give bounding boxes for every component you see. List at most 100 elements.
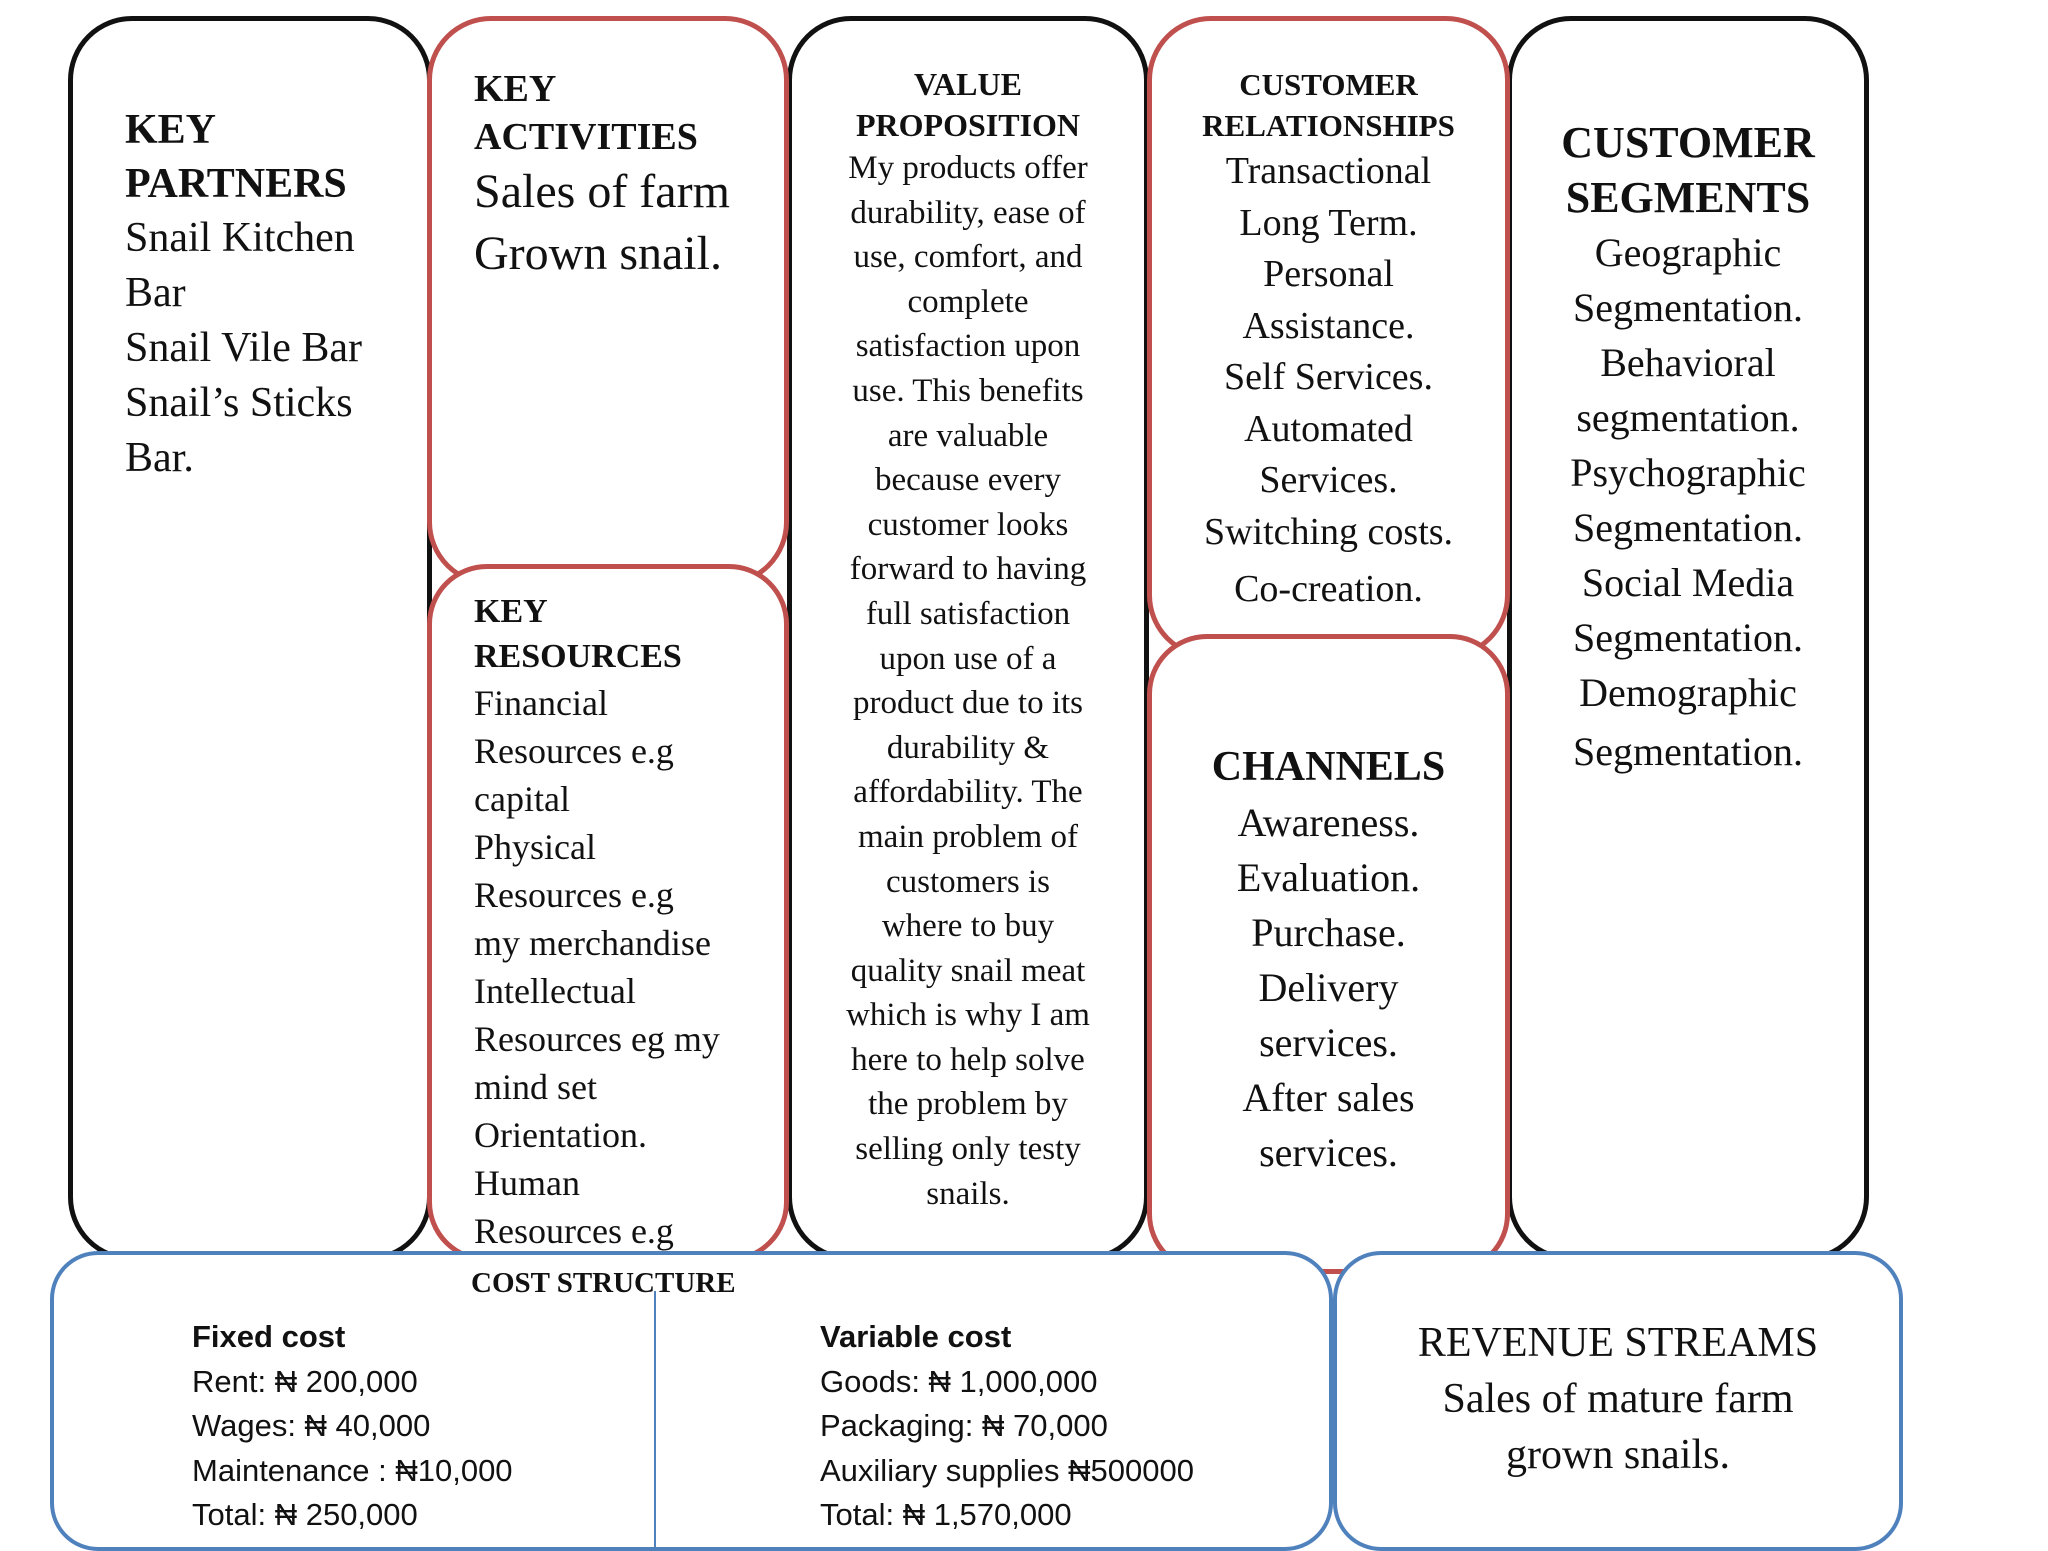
revenue-streams-line: grown snails. [1506, 1432, 1730, 1478]
customer-relationships-line: Automated [1244, 407, 1413, 450]
customer-segments-line: Behavioral [1600, 340, 1776, 385]
cost-structure-block: COST STRUCTURE Fixed cost Rent: ₦ 200,00… [50, 1251, 1333, 1551]
customer-segments-line: Psychographic [1570, 450, 1806, 495]
customer-relationships-line: Personal [1263, 253, 1394, 295]
customer-segments-line: segmentation. [1576, 395, 1800, 440]
value-proposition-heading-line: PROPOSITION [855, 107, 1081, 143]
value-proposition-line: here to help solve [851, 1041, 1085, 1078]
fixed-cost-line: Total: ₦ 250,000 [192, 1497, 418, 1532]
key-resources-heading-line: RESOURCES [474, 638, 682, 675]
key-resources-line: Orientation. [474, 1115, 647, 1155]
key-resources-line: Financial [474, 683, 608, 723]
customer-segments-block: CUSTOMER SEGMENTS Geographic Segmentatio… [1507, 16, 1869, 1261]
key-resources-line: Human [474, 1163, 580, 1203]
value-proposition-line: complete [907, 283, 1029, 320]
value-proposition-line: affordability. The [853, 774, 1083, 811]
fixed-cost-column: Fixed cost Rent: ₦ 200,000 Wages: ₦ 40,0… [192, 1315, 513, 1538]
value-proposition-line: customers is [885, 863, 1051, 900]
variable-cost-line: Total: ₦ 1,570,000 [820, 1497, 1072, 1532]
channels-line: Delivery [1258, 965, 1399, 1010]
fixed-cost-heading: Fixed cost [192, 1319, 346, 1354]
customer-relationships-line: Co-creation. [1234, 568, 1423, 610]
customer-segments-line: Segmentation. [1573, 285, 1803, 330]
key-activities-heading-line: ACTIVITIES [474, 116, 698, 158]
value-proposition-line: which is why I am [846, 997, 1090, 1034]
value-proposition-line: where to buy [881, 908, 1055, 945]
key-activities-block: KEY ACTIVITIES Sales of farm Grown snail… [427, 16, 789, 586]
revenue-streams-block: REVENUE STREAMS Sales of mature farm gro… [1333, 1251, 1903, 1551]
value-proposition-line: use. This benefits [852, 372, 1084, 409]
value-proposition-block: VALUE PROPOSITION My products offer dura… [787, 16, 1149, 1261]
channels-line: Purchase. [1251, 910, 1406, 955]
variable-cost-line: Packaging: ₦ 70,000 [820, 1408, 1108, 1443]
customer-relationships-line: Self Services. [1224, 356, 1433, 398]
revenue-streams-heading: REVENUE STREAMS [1417, 1320, 1819, 1366]
key-partners-line: Snail Vile Bar [125, 325, 363, 371]
value-proposition-line: are valuable [887, 417, 1049, 454]
key-partners-heading-line: KEY [125, 107, 217, 153]
channels-heading: CHANNELS [1211, 744, 1446, 790]
channels-block: CHANNELS Awareness. Evaluation. Purchase… [1147, 634, 1510, 1274]
value-proposition-heading-line: VALUE [914, 66, 1022, 102]
fixed-cost-line: Maintenance : ₦10,000 [192, 1452, 513, 1488]
customer-relationships-heading-line: RELATIONSHIPS [1202, 108, 1455, 143]
key-partners-line: Bar [125, 270, 186, 316]
value-proposition-line: use, comfort, and [853, 239, 1083, 276]
key-activities-line: Sales of farm [474, 165, 730, 218]
channels-line: services. [1259, 1130, 1398, 1175]
key-resources-line: Resources eg my [474, 1019, 720, 1059]
value-proposition-line: customer looks [867, 506, 1069, 543]
variable-cost-column: Variable cost Goods: ₦ 1,000,000 Packagi… [820, 1315, 1194, 1538]
value-proposition-line: product due to its [852, 685, 1084, 722]
key-resources-line: my merchandise [474, 923, 711, 963]
key-resources-line: Resources e.g [474, 1211, 674, 1251]
key-activities-line: Grown snail. [474, 227, 722, 280]
value-proposition-line: quality snail meat [850, 952, 1086, 989]
value-proposition-line: durability, ease of [850, 194, 1086, 231]
key-activities-heading-line: KEY [474, 68, 557, 110]
key-partners-line: Snail’s Sticks [125, 380, 353, 426]
key-resources-line: Intellectual [474, 971, 636, 1011]
channels-line: Evaluation. [1236, 855, 1421, 900]
key-partners-line: Snail Kitchen [125, 215, 355, 261]
customer-segments-line: Segmentation. [1573, 505, 1803, 550]
key-partners-heading-line: PARTNERS [125, 161, 347, 207]
value-proposition-line: snails. [926, 1175, 1010, 1212]
key-resources-line: Resources e.g [474, 731, 674, 771]
value-proposition-line: full satisfaction [865, 595, 1071, 632]
customer-segments-heading-line: SEGMENTS [1565, 173, 1811, 222]
customer-relationships-line: Transactional [1225, 150, 1432, 192]
value-proposition-line: upon use of a [879, 640, 1057, 677]
key-partners-line: Bar. [125, 435, 194, 481]
value-proposition-line: My products offer [848, 150, 1088, 186]
key-resources-line: Resources e.g [474, 875, 674, 915]
value-proposition-line: because every [875, 462, 1061, 499]
value-proposition-line: durability & [886, 729, 1050, 766]
value-proposition-line: forward to having [849, 551, 1087, 588]
value-proposition-line: satisfaction upon [855, 328, 1081, 365]
key-partners-block: KEY PARTNERS Snail Kitchen Bar Snail Vil… [68, 16, 432, 1261]
key-resources-line: mind set [474, 1067, 597, 1107]
variable-cost-heading: Variable cost [820, 1319, 1012, 1354]
key-resources-heading-line: KEY [474, 593, 548, 630]
customer-segments-line: Geographic [1594, 230, 1782, 275]
channels-line: After sales [1242, 1075, 1415, 1120]
customer-relationships-heading-line: CUSTOMER [1239, 67, 1418, 102]
customer-segments-line: Social Media [1581, 560, 1795, 605]
customer-relationships-line: Switching costs. [1203, 510, 1454, 553]
customer-segments-line: Segmentation. [1573, 615, 1803, 660]
variable-cost-line: Auxiliary supplies ₦500000 [820, 1452, 1194, 1488]
channels-line: services. [1259, 1020, 1398, 1065]
customer-relationships-line: Services. [1259, 459, 1398, 501]
variable-cost-line: Goods: ₦ 1,000,000 [820, 1363, 1098, 1399]
cost-divider [654, 1291, 656, 1547]
customer-relationships-block: CUSTOMER RELATIONSHIPS Transactional Lon… [1147, 16, 1510, 659]
customer-segments-line: Segmentation. [1573, 729, 1803, 774]
key-resources-line: capital [474, 779, 570, 819]
value-proposition-line: selling only testy [855, 1131, 1081, 1168]
key-resources-line: Physical [474, 827, 596, 867]
value-proposition-line: the problem by [868, 1086, 1068, 1123]
customer-relationships-line: Long Term. [1239, 201, 1418, 244]
customer-relationships-line: Assistance. [1242, 304, 1415, 347]
customer-segments-line: Demographic [1579, 670, 1797, 715]
